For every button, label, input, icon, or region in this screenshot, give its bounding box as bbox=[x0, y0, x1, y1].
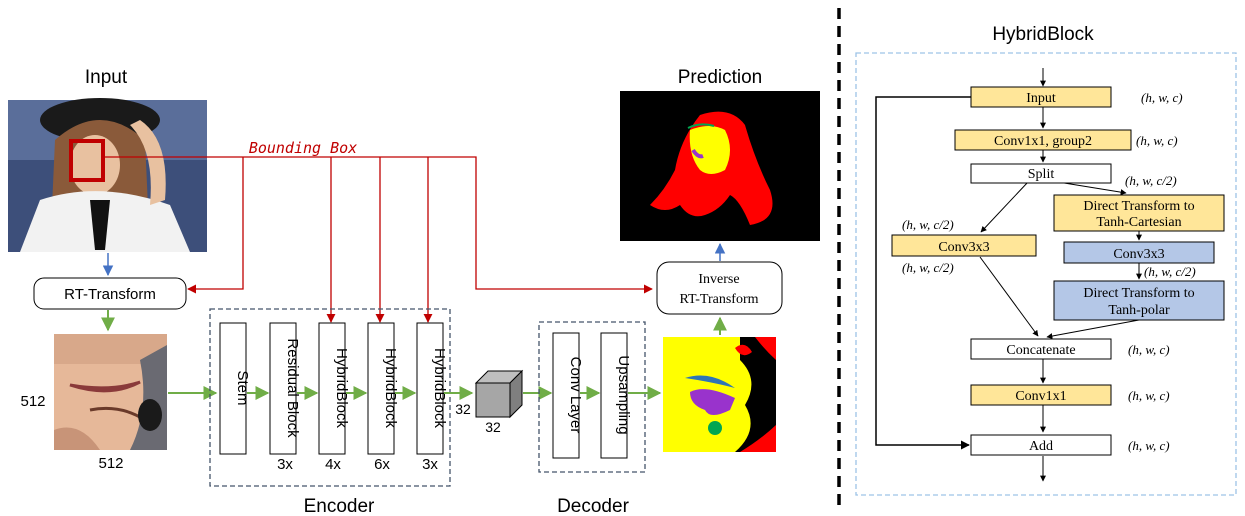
svg-text:Concatenate: Concatenate bbox=[1006, 343, 1075, 358]
svg-text:Conv1x1, group2: Conv1x1, group2 bbox=[994, 134, 1092, 149]
encoder-block-hybrid-1: HybridBlock 4x bbox=[318, 322, 350, 473]
svg-text:Add: Add bbox=[1029, 439, 1053, 454]
svg-text:Conv1x1: Conv1x1 bbox=[1015, 389, 1066, 404]
svg-text:Conv Layer: Conv Layer bbox=[567, 357, 584, 434]
svg-text:RT-Transform: RT-Transform bbox=[679, 292, 758, 307]
encoder-block-hybrid-2: HybridBlock 6x bbox=[367, 322, 399, 473]
svg-text:Conv3x3: Conv3x3 bbox=[1113, 247, 1164, 262]
prediction-image bbox=[620, 91, 820, 241]
shape-right-mid: (h, w, c/2) bbox=[1144, 264, 1196, 279]
encoder-group bbox=[209, 308, 451, 487]
shape-concatenate: (h, w, c) bbox=[1128, 342, 1170, 357]
node-conv1x1-group2: Conv1x1, group2 bbox=[954, 129, 1132, 151]
shape-add: (h, w, c) bbox=[1128, 438, 1170, 453]
cube-dim-bottom: 32 bbox=[485, 419, 501, 435]
svg-text:HybridBlock: HybridBlock bbox=[382, 348, 399, 429]
cube-dim-left: 32 bbox=[455, 401, 471, 417]
shape-input: (h, w, c) bbox=[1141, 90, 1183, 105]
node-input: Input bbox=[970, 86, 1112, 108]
node-conv3x3-left: Conv3x3 bbox=[891, 234, 1037, 257]
rt-transform-label: RT-Transform bbox=[64, 286, 156, 303]
residual-repeat: 3x bbox=[277, 456, 293, 473]
node-conv1x1: Conv1x1 bbox=[970, 384, 1112, 406]
encoder-block-hybrid-3: HybridBlock 3x bbox=[416, 322, 448, 473]
hybrid-3-repeat: 3x bbox=[422, 456, 438, 473]
svg-text:Stem: Stem bbox=[234, 370, 251, 405]
hybridblock-title: HybridBlock bbox=[992, 24, 1094, 45]
decoder-label: Decoder bbox=[557, 496, 629, 516]
node-direct-cartesian: Direct Transform to Tanh-Cartesian bbox=[1053, 194, 1225, 232]
shape-conv1x1: (h, w, c) bbox=[1128, 388, 1170, 403]
svg-text:Upsampling: Upsampling bbox=[615, 355, 632, 434]
shape-conv1x1-group2: (h, w, c) bbox=[1136, 133, 1178, 148]
svg-text:Split: Split bbox=[1028, 167, 1055, 182]
shape-left-in: (h, w, c/2) bbox=[902, 217, 954, 232]
node-direct-polar: Direct Transform to Tanh-polar bbox=[1053, 280, 1225, 321]
hybrid-2-repeat: 6x bbox=[374, 456, 390, 473]
decoder-group bbox=[538, 321, 646, 473]
input-image bbox=[8, 98, 207, 252]
inverse-rt-transform-box: Inverse RT-Transform bbox=[656, 261, 783, 315]
hybrid-1-repeat: 4x bbox=[325, 456, 341, 473]
bounding-box-label: Bounding Box bbox=[249, 139, 357, 157]
svg-text:Residual Block: Residual Block bbox=[284, 338, 301, 438]
feature-cube bbox=[474, 369, 524, 419]
bounding-box-marker bbox=[69, 139, 105, 182]
bounding-box-connectors bbox=[103, 156, 653, 323]
encoder-block-stem: Stem bbox=[219, 322, 251, 455]
hybridblock-flow-lines bbox=[875, 68, 1142, 482]
transformed-image bbox=[54, 334, 167, 450]
node-add: Add bbox=[970, 434, 1112, 456]
svg-text:Conv3x3: Conv3x3 bbox=[938, 240, 989, 255]
svg-text:Direct Transform to: Direct Transform to bbox=[1083, 199, 1194, 214]
encoder-label: Encoder bbox=[304, 496, 375, 516]
rt-transform-box: RT-Transform bbox=[33, 277, 187, 310]
node-conv3x3-right: Conv3x3 bbox=[1063, 241, 1215, 264]
svg-text:Direct Transform to: Direct Transform to bbox=[1083, 286, 1194, 301]
svg-text:Tanh-polar: Tanh-polar bbox=[1108, 303, 1170, 318]
hybridblock-panel bbox=[855, 52, 1237, 496]
node-concatenate: Concatenate bbox=[970, 338, 1112, 360]
shape-split-out: (h, w, c/2) bbox=[1125, 173, 1177, 188]
shape-left-out: (h, w, c/2) bbox=[902, 260, 954, 275]
svg-text:Input: Input bbox=[1026, 91, 1056, 106]
image-dim-left: 512 bbox=[20, 393, 45, 410]
svg-text:Tanh-Cartesian: Tanh-Cartesian bbox=[1096, 215, 1181, 230]
input-title: Input bbox=[85, 67, 128, 88]
encoder-block-residual: Residual Block 3x bbox=[269, 322, 301, 473]
image-dim-bottom: 512 bbox=[98, 455, 123, 472]
decoder-block-conv: Conv Layer bbox=[552, 332, 584, 459]
node-split: Split bbox=[970, 163, 1112, 184]
segmentation-output-image bbox=[663, 337, 776, 452]
svg-text:Inverse: Inverse bbox=[698, 272, 739, 287]
decoder-block-upsampling: Upsampling bbox=[600, 332, 632, 459]
svg-text:HybridBlock: HybridBlock bbox=[431, 348, 448, 429]
svg-text:HybridBlock: HybridBlock bbox=[333, 348, 350, 429]
prediction-title: Prediction bbox=[678, 67, 763, 88]
